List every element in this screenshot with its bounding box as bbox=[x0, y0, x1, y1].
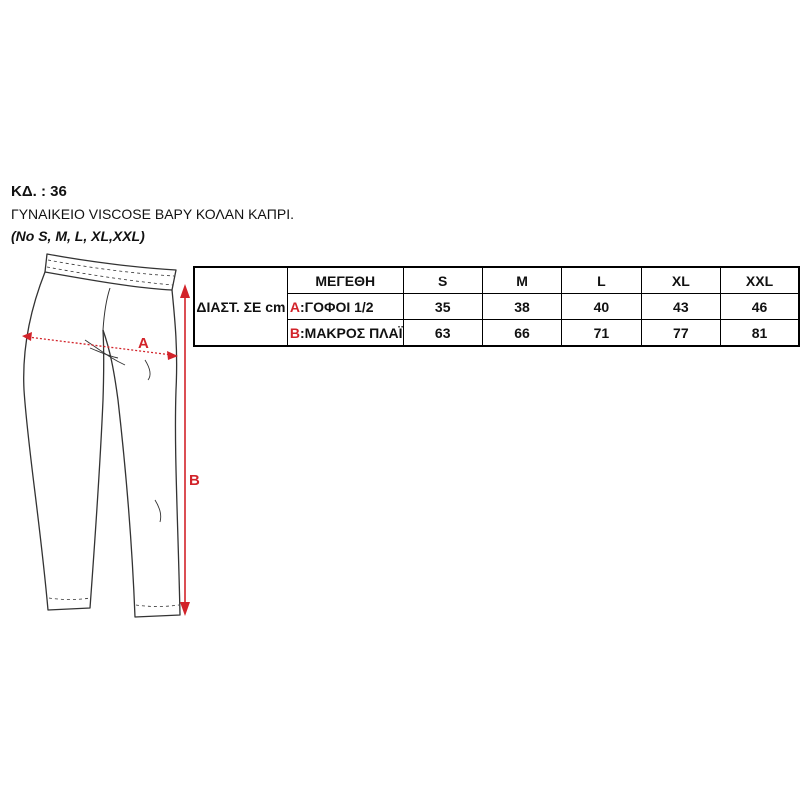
size-chart-table: ΔΙΑΣΤ. ΣΕ cm ΜΕΓΕΘΗ S M L XL XXL A:ΓΟΦΟΙ… bbox=[193, 266, 800, 347]
dimension-label-a: A bbox=[138, 335, 149, 352]
table-cell: 35 bbox=[402, 293, 483, 320]
size-s: S bbox=[402, 266, 483, 294]
table-cell: 77 bbox=[640, 319, 722, 347]
row-header: ΔΙΑΣΤ. ΣΕ cm bbox=[193, 266, 288, 347]
table-cell: 63 bbox=[402, 319, 483, 347]
table-cell: 46 bbox=[720, 293, 800, 320]
table-row: B:ΜΑΚΡΟΣ ΠΛΑΪ 63 66 71 77 81 bbox=[194, 319, 800, 347]
table-cell: 71 bbox=[561, 319, 642, 347]
size-xl: XL bbox=[640, 266, 722, 294]
available-sizes: (No S, M, L, XL,XXL) bbox=[11, 228, 145, 244]
attribute-label: :ΓΟΦΟΙ 1/2 bbox=[300, 298, 374, 315]
letter-a: A bbox=[289, 298, 300, 315]
size-l: L bbox=[561, 266, 642, 294]
table-cell: 40 bbox=[561, 293, 642, 320]
product-description: ΓΥΝΑΙΚΕΙΟ VISCOSE ΒΑΡΥ ΚΟΛΑΝ ΚΑΠΡΙ. bbox=[11, 206, 294, 222]
table-cell: 38 bbox=[481, 293, 563, 320]
attribute-label: :ΜΑΚΡΟΣ ΠΛΑΪ bbox=[300, 324, 403, 341]
leggings-drawing: A B bbox=[22, 253, 200, 618]
product-code: ΚΔ. : 36 bbox=[11, 183, 67, 200]
table-cell: 66 bbox=[481, 319, 563, 347]
letter-b: B bbox=[289, 324, 300, 341]
table-cell: 81 bbox=[720, 319, 800, 347]
dimension-label-b: B bbox=[189, 472, 200, 489]
size-xxl: XXL bbox=[720, 266, 800, 294]
size-header: ΜΕΓΕΘΗ bbox=[286, 266, 404, 294]
size-m: M bbox=[481, 266, 563, 294]
attribute-side-length: B:ΜΑΚΡΟΣ ΠΛΑΪ bbox=[286, 319, 404, 347]
table-header-row: ΔΙΑΣΤ. ΣΕ cm ΜΕΓΕΘΗ S M L XL XXL bbox=[193, 266, 800, 347]
table-cell: 43 bbox=[640, 293, 722, 320]
attribute-hips: A:ΓΟΦΟΙ 1/2 bbox=[286, 293, 404, 320]
table-row: A:ΓΟΦΟΙ 1/2 35 38 40 43 46 bbox=[194, 293, 800, 320]
